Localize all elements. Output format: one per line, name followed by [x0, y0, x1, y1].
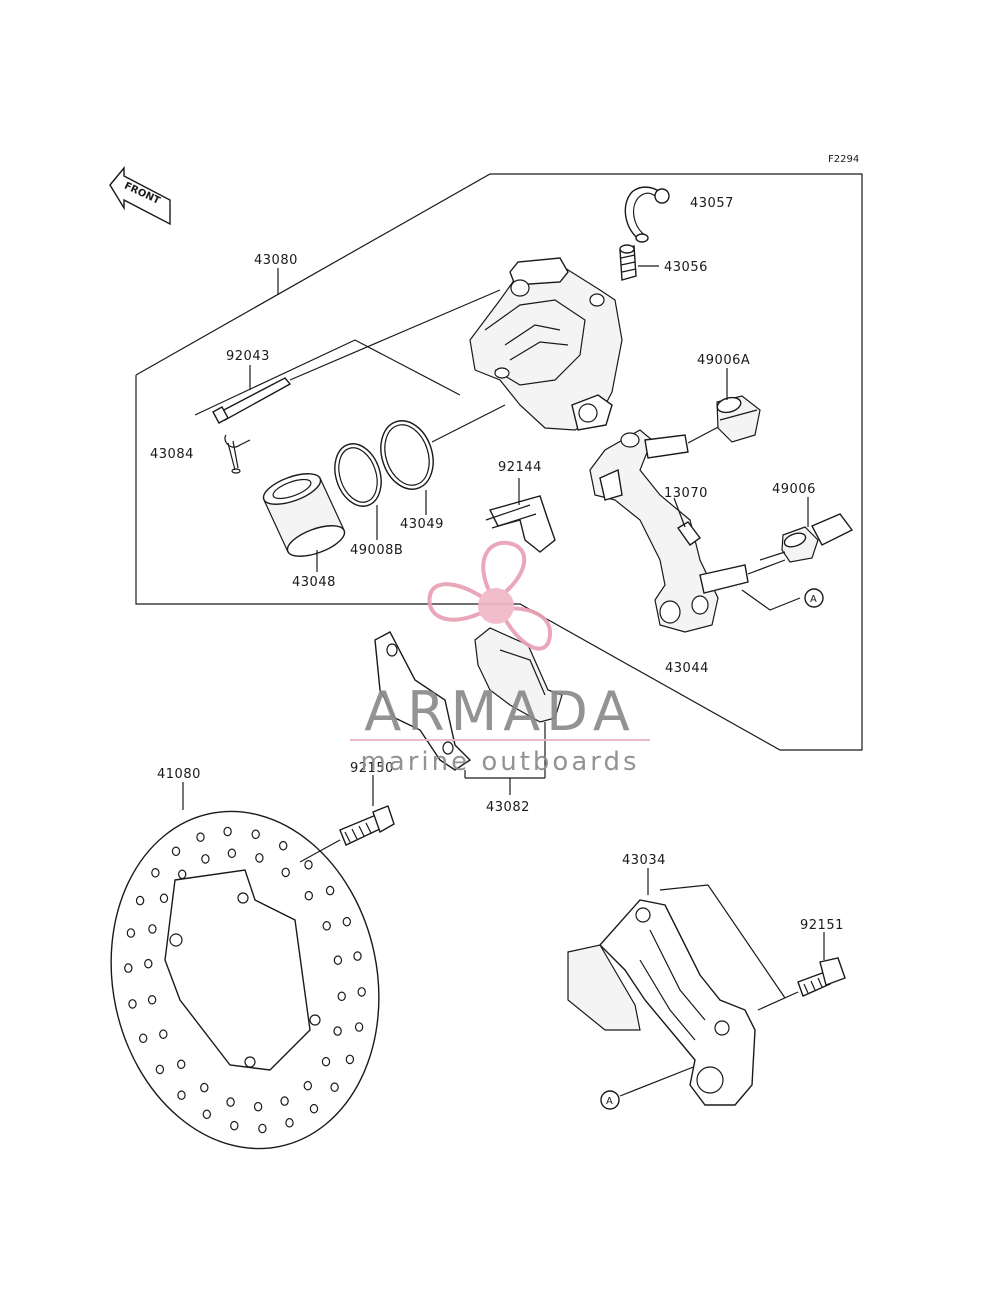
disc-hole: [177, 869, 187, 880]
caliper-body: [469, 257, 623, 431]
bolt-92151: [757, 957, 846, 1011]
label-43080: 43080: [254, 253, 298, 268]
label-49008b: 49008B: [350, 543, 403, 558]
disc-hole: [227, 848, 237, 859]
bleeder-valve: [619, 244, 637, 281]
disc-hole: [255, 853, 264, 863]
label-92144: 92144: [498, 460, 542, 475]
label-41080: 41080: [157, 767, 201, 782]
label-92043: 92043: [226, 349, 270, 364]
disc-hole: [337, 991, 346, 1002]
disc-hole: [176, 1059, 186, 1070]
disc-hole: [128, 999, 137, 1009]
disc-hole: [230, 1120, 239, 1131]
disc-hole: [280, 1096, 289, 1106]
boot-49006: [759, 513, 854, 563]
brake-hose-fitting: [624, 186, 670, 243]
caliper-bracket: [589, 424, 801, 633]
clip-13070: [676, 521, 701, 546]
label-43056: 43056: [664, 260, 708, 275]
boot-49006a: [716, 395, 761, 443]
disc-hole: [333, 1026, 342, 1036]
disc-hole: [124, 963, 133, 973]
pad-group-outline: [194, 339, 461, 416]
front-arrow-icon: FRONT: [109, 166, 171, 226]
label-43048: 43048: [292, 575, 336, 590]
disc-hole: [281, 867, 290, 878]
disc-hole: [155, 1064, 165, 1075]
label-49006a: 49006A: [697, 353, 750, 368]
brake-disc: [110, 810, 380, 1150]
label-43034: 43034: [622, 853, 666, 868]
label-92150: 92150: [350, 761, 394, 776]
propeller-logo-icon: [427, 540, 553, 651]
disc-hole: [342, 916, 351, 927]
disc-hole: [333, 955, 343, 965]
disc-hole: [135, 895, 145, 906]
disc-hole: [148, 924, 157, 934]
caliper-mount-bracket: [567, 884, 786, 1106]
svg-text:A: A: [810, 594, 817, 605]
disc-hole: [251, 829, 260, 840]
disc-hole: [285, 1118, 294, 1128]
disc-hole: [322, 920, 331, 931]
seal-ring-49008b: [334, 443, 382, 507]
pad-spring: [485, 495, 556, 553]
label-43049: 43049: [400, 517, 444, 532]
disc-hole: [226, 1097, 235, 1107]
disc-hole: [151, 867, 160, 878]
brake-pad-right: [474, 627, 563, 723]
label-43082: 43082: [486, 800, 530, 815]
disc-hole: [159, 1029, 168, 1039]
figure-code: F2294: [828, 154, 859, 165]
disc-hole: [200, 1082, 209, 1093]
disc-hole: [202, 1109, 211, 1120]
svg-text:A: A: [606, 1096, 613, 1107]
disc-hole: [303, 1080, 312, 1091]
disc-hole: [325, 885, 335, 896]
disc-hole: [177, 1090, 186, 1100]
disc-hole: [159, 893, 169, 904]
label-43084: 43084: [150, 447, 194, 462]
brake-pad-left: [374, 631, 472, 771]
disc-hole: [258, 1123, 267, 1134]
disc-hole: [345, 1054, 355, 1065]
seal-ring-43049: [380, 420, 434, 490]
pad-pin: [212, 289, 501, 424]
disc-hole: [309, 1103, 319, 1114]
disc-hole: [279, 840, 288, 851]
label-49006: 49006: [772, 482, 816, 497]
disc-hole: [253, 1101, 263, 1112]
disc-hole: [223, 826, 232, 837]
disc-hole: [147, 994, 157, 1005]
callout-a-upper: A: [804, 588, 824, 608]
disc-hole: [201, 854, 210, 864]
watermark-tagline: marine outboards: [360, 747, 639, 777]
disc-hole: [171, 846, 181, 857]
assembly-outline-43080: [135, 173, 863, 751]
disc-hole: [126, 928, 136, 938]
label-43057: 43057: [690, 196, 734, 211]
armada-watermark: ARMADA marine outboards: [350, 540, 650, 777]
label-13070: 13070: [664, 486, 708, 501]
cotter-pin: [224, 434, 251, 474]
disc-hole: [354, 1022, 364, 1032]
label-43044: 43044: [665, 661, 709, 676]
disc-hole: [357, 987, 366, 997]
disc-hole: [321, 1056, 331, 1067]
watermark-brand: ARMADA: [364, 680, 636, 743]
disc-hole: [144, 958, 153, 969]
bolt-92150: [299, 805, 395, 863]
label-92151: 92151: [800, 918, 844, 933]
disc-hole: [304, 859, 313, 870]
callout-a-lower: A: [600, 1061, 707, 1110]
caliper-piston: [262, 473, 346, 557]
disc-hole: [304, 890, 313, 901]
disc-hole: [353, 951, 362, 961]
disc-hole: [330, 1082, 339, 1092]
disc-hole: [196, 832, 205, 842]
disc-hole: [138, 1033, 148, 1044]
